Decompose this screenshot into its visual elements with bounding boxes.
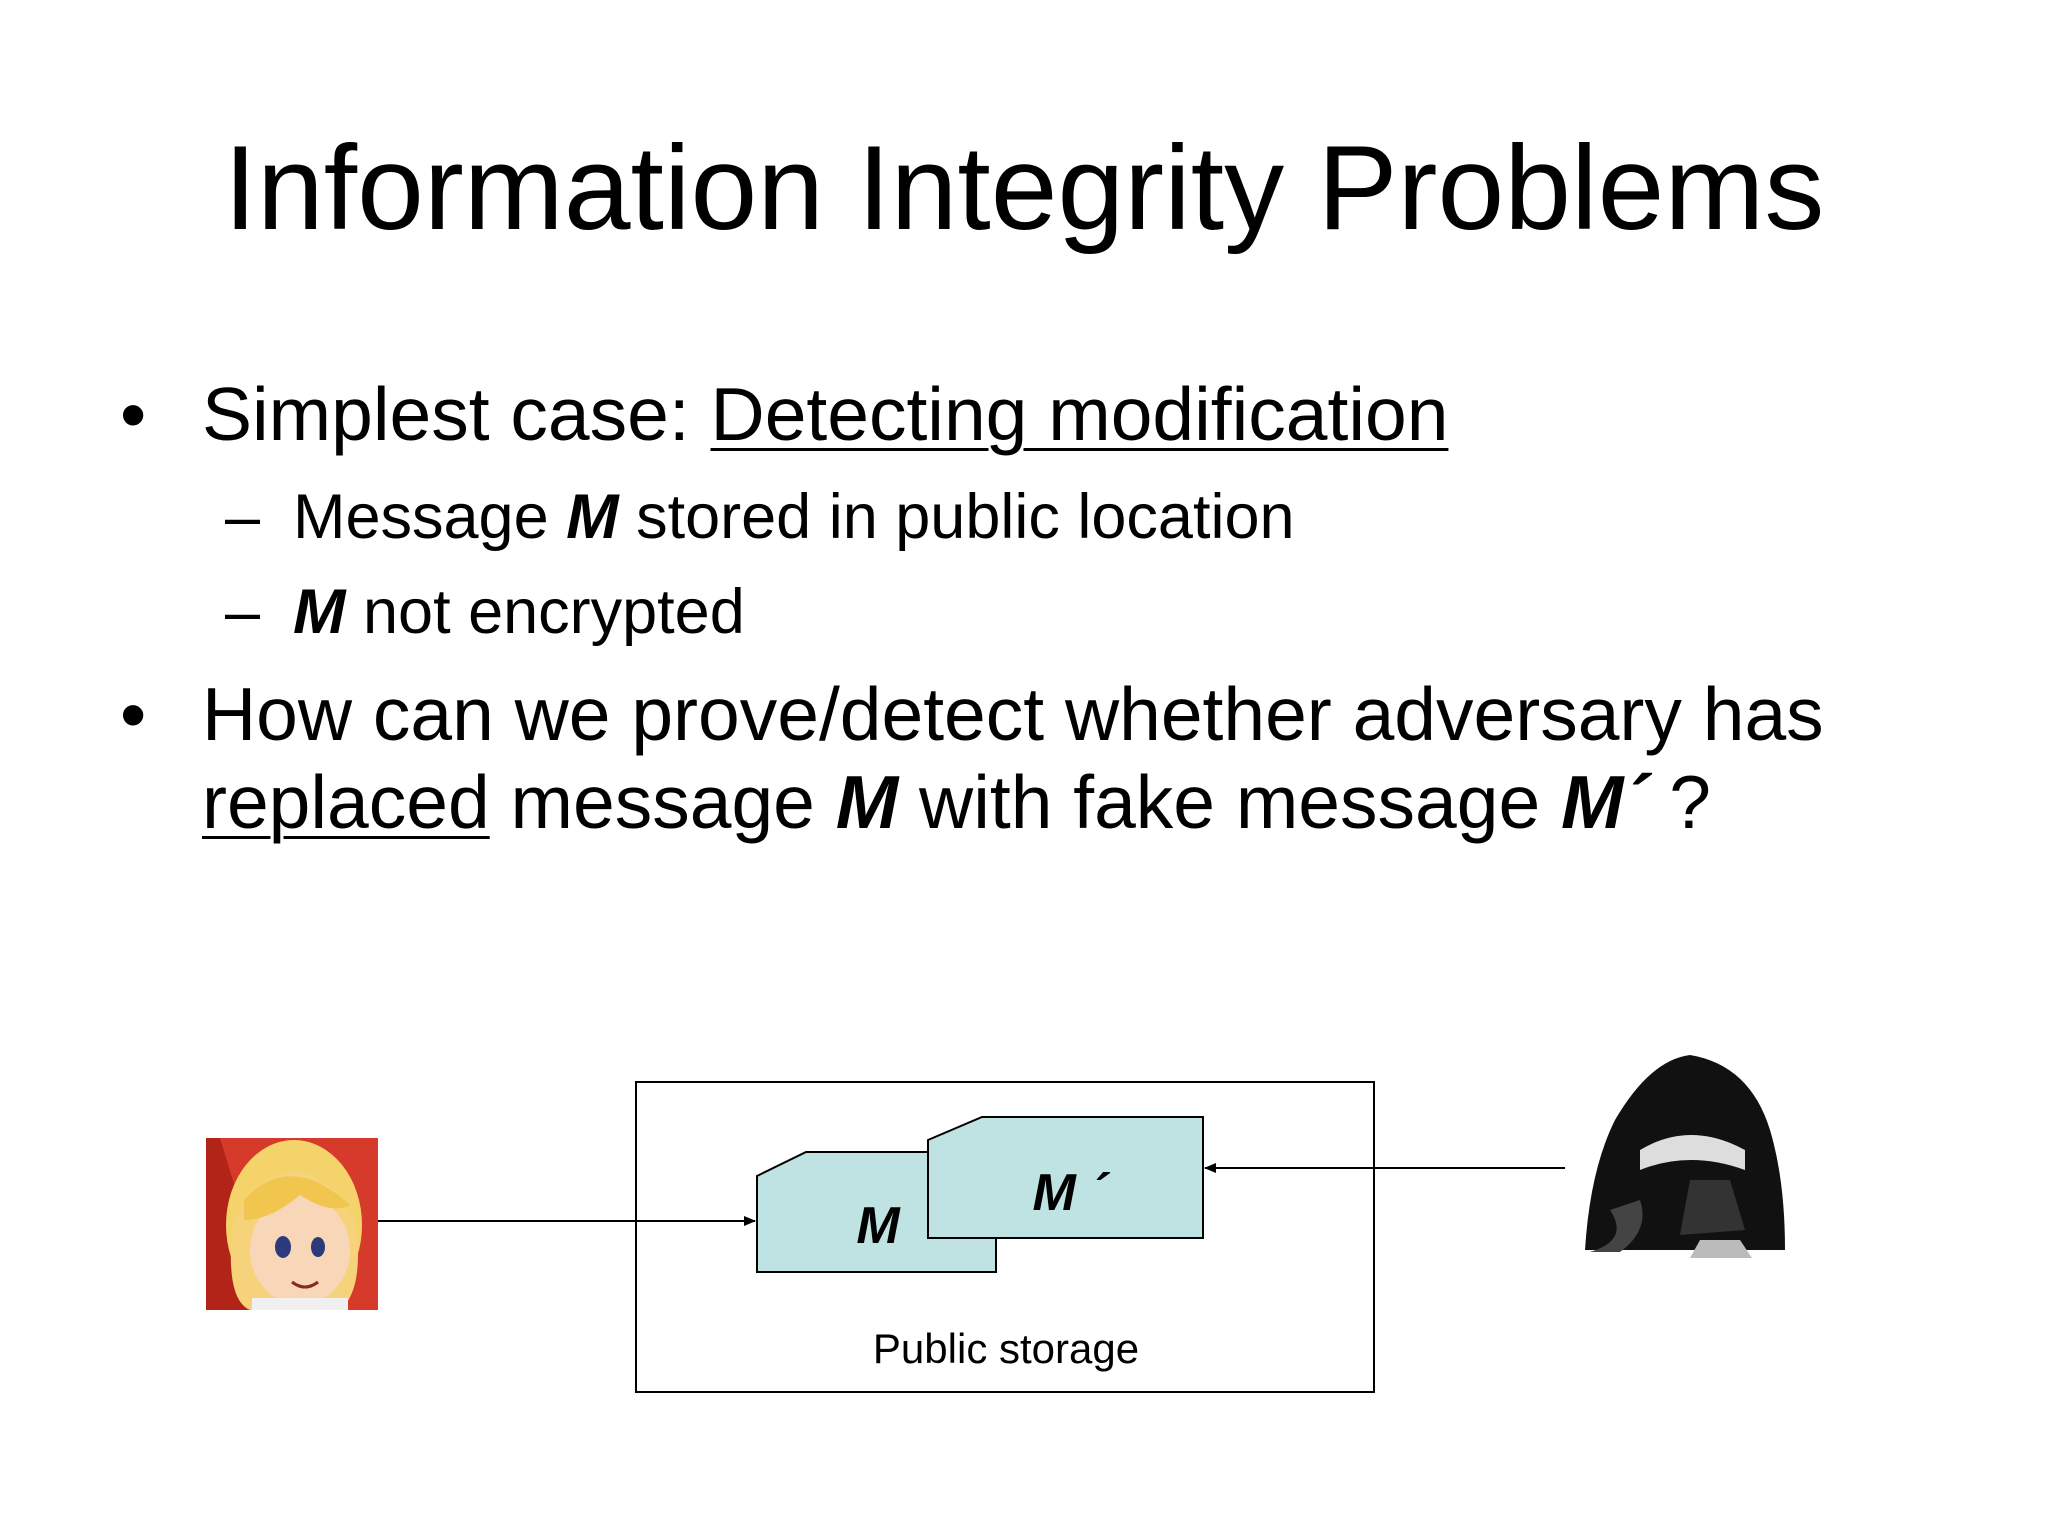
sub-bullet-text: M not encrypted [293,575,745,649]
message-m-label: M [856,1197,901,1255]
bullet-text-end: ? [1648,760,1712,844]
bullet-text: How can we prove/detect whether adversar… [202,670,1980,846]
fake-message-document [927,1116,1204,1239]
bullet-underlined-term: Detecting modification [710,372,1449,456]
sub-text-post: not encrypted [345,577,745,647]
bullet-line-1: How can we prove/detect whether adversar… [202,672,1824,756]
bullet-dot-icon: • [120,672,147,756]
sub-text-post: stored in public location [618,482,1295,552]
bullet-underlined-term: replaced [202,760,490,844]
bullet-text: Simplest case: Detecting modification [202,370,1448,458]
slide-title: Information Integrity Problems [223,121,1825,255]
bullet-detecting-modification: • Simplest case: Detecting modification [120,370,1448,458]
dash-icon: – [225,577,261,647]
storage-label: Public storage [873,1325,1139,1372]
bullet-text-mid2: with fake message [898,760,1561,844]
sub-text-pre: Message [293,482,567,552]
fake-message-label: M ´ [1032,1164,1110,1222]
variable-m: M [835,760,899,844]
variable-m-prime: M´ [1561,760,1649,844]
bullet-prefix: Simplest case: [202,372,711,456]
variable-m: M [293,577,346,647]
bullet-text-mid1: message [489,760,836,844]
variable-m: M [566,482,619,552]
bullet-prove-detect: • How can we prove/detect whether advers… [120,670,1980,846]
vader-avatar-icon [1585,1055,1785,1258]
sub-bullet-message-stored: – Message M stored in public location [225,480,1295,554]
bullet-dot-icon: • [120,372,147,456]
alice-avatar-icon [206,1138,378,1310]
dash-icon: – [225,482,261,552]
public-storage-box [635,1081,1375,1393]
sub-bullet-text: Message M stored in public location [293,480,1295,554]
sub-bullet-not-encrypted: – M not encrypted [225,575,745,649]
